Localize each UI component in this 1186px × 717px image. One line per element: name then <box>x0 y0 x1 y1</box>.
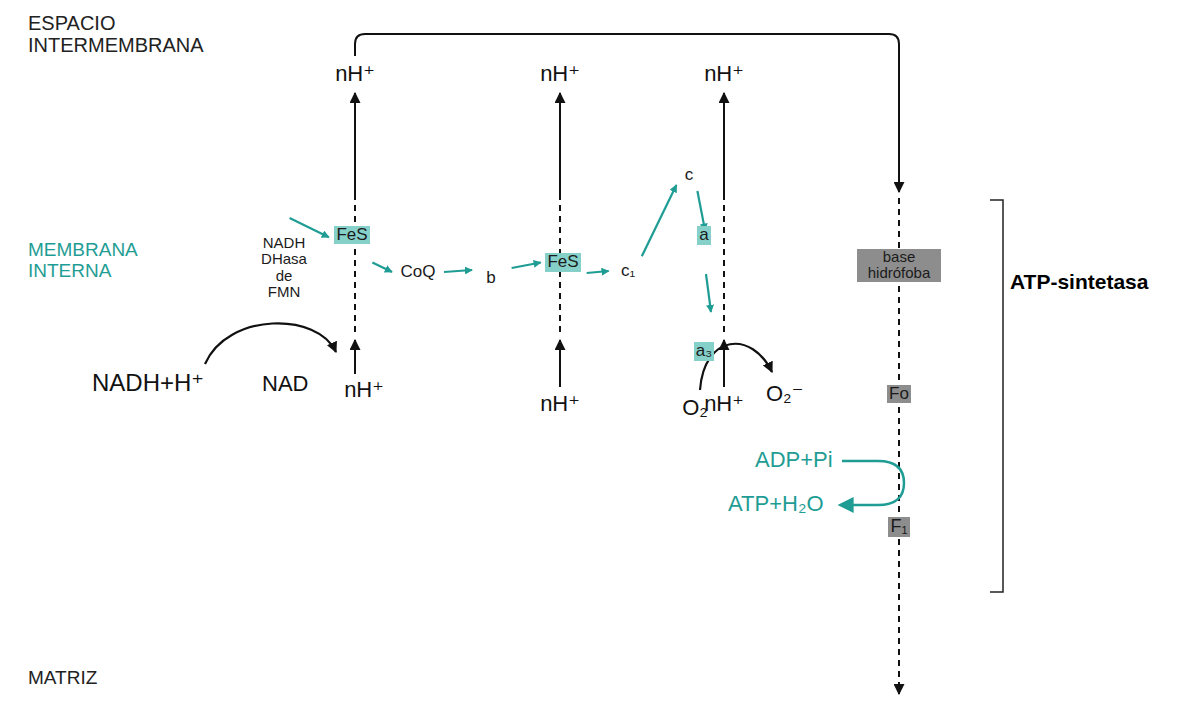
membrane-edge <box>8 331 998 333</box>
proton-label: nH⁺ <box>335 62 375 86</box>
substrate-label: O₂ <box>682 396 708 420</box>
inner-membrane-band <box>8 200 998 332</box>
substrate-label: ADP+Pi <box>755 448 833 472</box>
region-label: MATRIZ <box>28 668 97 689</box>
node-text: Fo <box>887 385 911 404</box>
electron-transfer-arrow <box>372 263 392 273</box>
proton-arrow <box>559 340 561 387</box>
proton-label: nH⁺ <box>704 62 744 86</box>
cytochrome-c1-shape <box>606 251 650 291</box>
region-label: ESPACIO INTERMEMBRANA <box>28 12 228 56</box>
cytochrome-c1: c₁ <box>605 250 651 292</box>
region-label: MEMBRANA INTERNA <box>28 240 178 282</box>
synthesis-arrow <box>842 461 904 505</box>
bracket <box>990 200 1003 592</box>
nadh-dehydrogenase: NADH DHasa de FMN <box>228 185 340 350</box>
proton-return-line <box>355 34 899 192</box>
node-text: c₁ <box>621 262 635 281</box>
component-label: ATP-sintetasa <box>1010 270 1148 293</box>
proton-arrow <box>723 93 725 200</box>
membrane-edge <box>8 199 998 201</box>
f1-head: F₁ <box>824 452 974 602</box>
fo-stalk: Fo <box>873 334 925 454</box>
cytochrome-oxidase-shape <box>678 172 744 370</box>
cytochrome-b-shape <box>454 235 531 325</box>
proton-arrow <box>559 93 561 200</box>
cytochrome-b: b <box>448 228 534 328</box>
node-text: a₃ <box>694 342 714 361</box>
node-text: c <box>685 166 694 185</box>
proton-arrow <box>354 340 356 374</box>
node-text: FeS <box>545 253 580 272</box>
iron-sulfur-center-shape <box>319 181 385 289</box>
product-label: O₂⁻ <box>766 382 803 406</box>
hydrophobic-base: base hidrófoba <box>837 195 962 335</box>
proton-arrow <box>354 93 356 200</box>
node-text: CoQ <box>401 263 436 282</box>
proton-path <box>354 200 356 332</box>
cytochrome-c: c <box>668 155 710 195</box>
electron-transfer-arrow <box>587 271 609 273</box>
electron-transfer-arrow <box>444 270 472 272</box>
nadh-dehydrogenase-shape <box>229 186 339 349</box>
iron-sulfur-center-shape <box>527 176 599 349</box>
f1-head-shape <box>825 453 973 601</box>
node-text: FeS <box>334 226 369 245</box>
figure-frame <box>7 3 998 712</box>
proton-label: nH⁺ <box>540 392 580 416</box>
connector-group <box>290 185 705 273</box>
product-label: ATP+H₂O <box>728 492 824 516</box>
electron-transfer-arrow <box>512 263 541 269</box>
proton-label: nH⁺ <box>540 62 580 86</box>
coenzyme-q: CoQ <box>392 258 444 286</box>
electron-transfer-arrow <box>697 191 705 231</box>
fo-stalk-shape <box>874 335 924 453</box>
node-text: F₁ <box>888 517 909 537</box>
iron-sulfur-center: FeS <box>318 180 386 290</box>
proton-label: nH⁺ <box>704 392 744 416</box>
cytochrome-oxidase: a a₃ <box>670 168 748 376</box>
iron-sulfur-center: FeS <box>526 175 600 350</box>
hydrophobic-base-shape <box>838 195 961 335</box>
node-text: a <box>697 226 710 245</box>
proton-label: nH⁺ <box>344 378 384 402</box>
node-text: b <box>486 269 495 288</box>
electron-transfer-arrow <box>642 185 677 256</box>
reaction-arc <box>205 323 336 364</box>
substrate-label: NADH+H⁺ <box>92 370 204 396</box>
product-label: NAD <box>262 372 308 396</box>
node-text: NADH DHasa de FMN <box>258 235 310 301</box>
proton-path <box>723 200 725 332</box>
node-text: base hidrófoba <box>857 249 941 282</box>
cytochrome-c-shape <box>669 156 709 194</box>
electron-arrow <box>706 274 711 312</box>
